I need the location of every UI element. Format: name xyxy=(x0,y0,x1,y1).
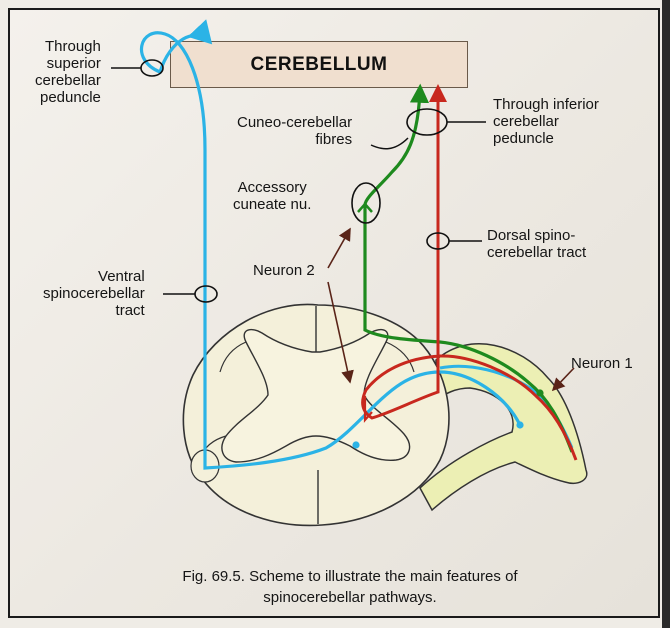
label-superior-peduncle: Through superior cerebellar peduncle xyxy=(35,38,101,106)
label-neuron-1: Neuron 1 xyxy=(571,355,633,372)
label-cuneo-fibres: Cuneo-cerebellar fibres xyxy=(237,114,352,148)
neuron2-blue-dot xyxy=(352,441,359,448)
label-ventral-tract: Ventral spinocerebellar tract xyxy=(43,268,145,319)
label-neuron-2: Neuron 2 xyxy=(253,262,315,279)
neuron2-arrow-a xyxy=(328,229,350,268)
label-accessory-cuneate: Accessory cuneate nu. xyxy=(233,179,311,213)
label-dorsal-tract: Dorsal spino- cerebellar tract xyxy=(487,227,586,261)
figure-caption: Fig. 69.5. Scheme to illustrate the main… xyxy=(130,566,570,608)
inferior-peduncle-oval xyxy=(407,109,447,135)
label-inferior-peduncle: Through inferior cerebellar peduncle xyxy=(493,96,599,147)
neuron1-blue-dot xyxy=(516,421,523,428)
